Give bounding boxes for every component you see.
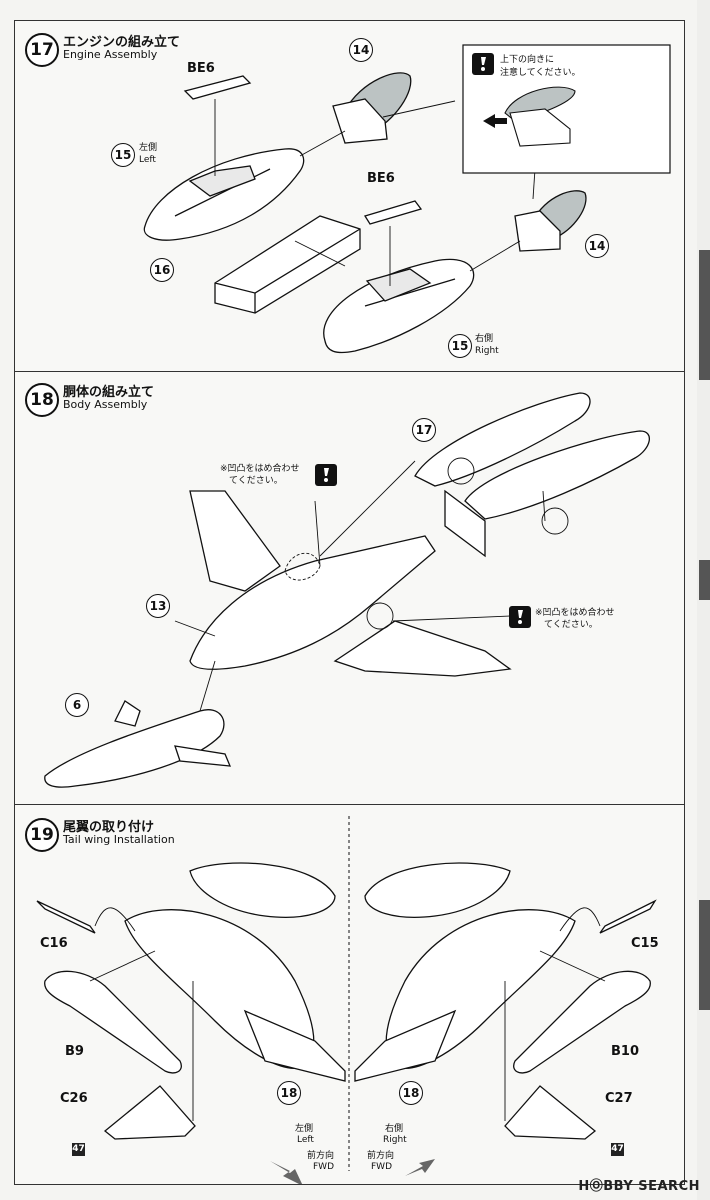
step-number: 18 bbox=[25, 383, 59, 417]
side-label-jp: 左側 bbox=[139, 143, 158, 153]
step-title-en: Body Assembly bbox=[63, 398, 148, 411]
part-label-be6: BE6 bbox=[187, 61, 215, 76]
part-callout-14: 14 bbox=[349, 38, 373, 62]
caution-icon bbox=[315, 464, 337, 486]
instruction-sheet: 17 エンジンの組み立て Engine Assembly bbox=[14, 20, 685, 1185]
step-title-jp: 胴体の組み立て bbox=[63, 385, 155, 400]
part-callout-13: 13 bbox=[146, 594, 170, 618]
part-callout-6: 6 bbox=[65, 693, 89, 717]
page-edge-tab bbox=[699, 560, 710, 600]
part-label-c27: C27 bbox=[605, 1091, 633, 1106]
side-label-en: Right bbox=[475, 346, 499, 356]
note-text: 注意してください。 bbox=[500, 68, 581, 78]
fwd-label-jp: 前方向 bbox=[367, 1151, 395, 1161]
part-label-b9: B9 bbox=[65, 1044, 84, 1059]
note-text: てください。 bbox=[544, 620, 598, 630]
step-number: 19 bbox=[25, 818, 59, 852]
part-callout-17: 17 bbox=[412, 418, 436, 442]
watermark: HⓄBBY SEARCH bbox=[578, 1179, 700, 1194]
part-callout-15: 15 bbox=[448, 334, 472, 358]
step-number: 17 bbox=[25, 33, 59, 67]
page-edge-tab bbox=[699, 900, 710, 1010]
note-text: てください。 bbox=[229, 476, 283, 486]
caution-icon bbox=[509, 606, 531, 628]
side-label-jp: 左側 bbox=[295, 1124, 314, 1134]
note-text: 上下の向きに bbox=[500, 55, 555, 65]
side-label-en: Left bbox=[297, 1135, 314, 1145]
tail-wing-drawing bbox=[36, 816, 657, 1184]
panel-divider bbox=[15, 371, 684, 372]
side-label-en: Right bbox=[383, 1135, 407, 1145]
step-title-jp: エンジンの組み立て bbox=[63, 35, 181, 50]
fwd-label-en: FWD bbox=[371, 1162, 393, 1172]
part-callout-18: 18 bbox=[399, 1081, 423, 1105]
step-title-en: Engine Assembly bbox=[63, 48, 158, 61]
page-edge bbox=[697, 0, 710, 1200]
page-ref-badge: 47 bbox=[611, 1143, 624, 1156]
page-ref-badge: 47 bbox=[72, 1143, 85, 1156]
part-label-be6: BE6 bbox=[367, 171, 395, 186]
side-label-en: Left bbox=[139, 155, 156, 165]
step-title-jp: 尾翼の取り付け bbox=[63, 820, 155, 835]
side-label-jp: 右側 bbox=[475, 334, 494, 344]
part-label-b10: B10 bbox=[611, 1044, 639, 1059]
caution-icon bbox=[472, 53, 494, 75]
fwd-label-jp: 前方向 bbox=[307, 1151, 335, 1161]
part-callout-18: 18 bbox=[277, 1081, 301, 1105]
part-label-c16: C16 bbox=[40, 936, 68, 951]
note-text: ※凹凸をはめ合わせ bbox=[535, 608, 615, 618]
body-assembly-drawing bbox=[44, 392, 650, 788]
part-callout-15: 15 bbox=[111, 143, 135, 167]
part-callout-14: 14 bbox=[585, 234, 609, 258]
panel-divider bbox=[15, 804, 684, 805]
note-text: ※凹凸をはめ合わせ bbox=[220, 464, 300, 474]
part-callout-16: 16 bbox=[150, 258, 174, 282]
page-edge-tab bbox=[699, 250, 710, 380]
engine-assembly-drawing bbox=[143, 44, 671, 354]
fwd-label-en: FWD bbox=[313, 1162, 335, 1172]
step-title-en: Tail wing Installation bbox=[63, 833, 175, 846]
part-label-c15: C15 bbox=[631, 936, 659, 951]
side-label-jp: 右側 bbox=[385, 1124, 404, 1134]
part-label-c26: C26 bbox=[60, 1091, 88, 1106]
